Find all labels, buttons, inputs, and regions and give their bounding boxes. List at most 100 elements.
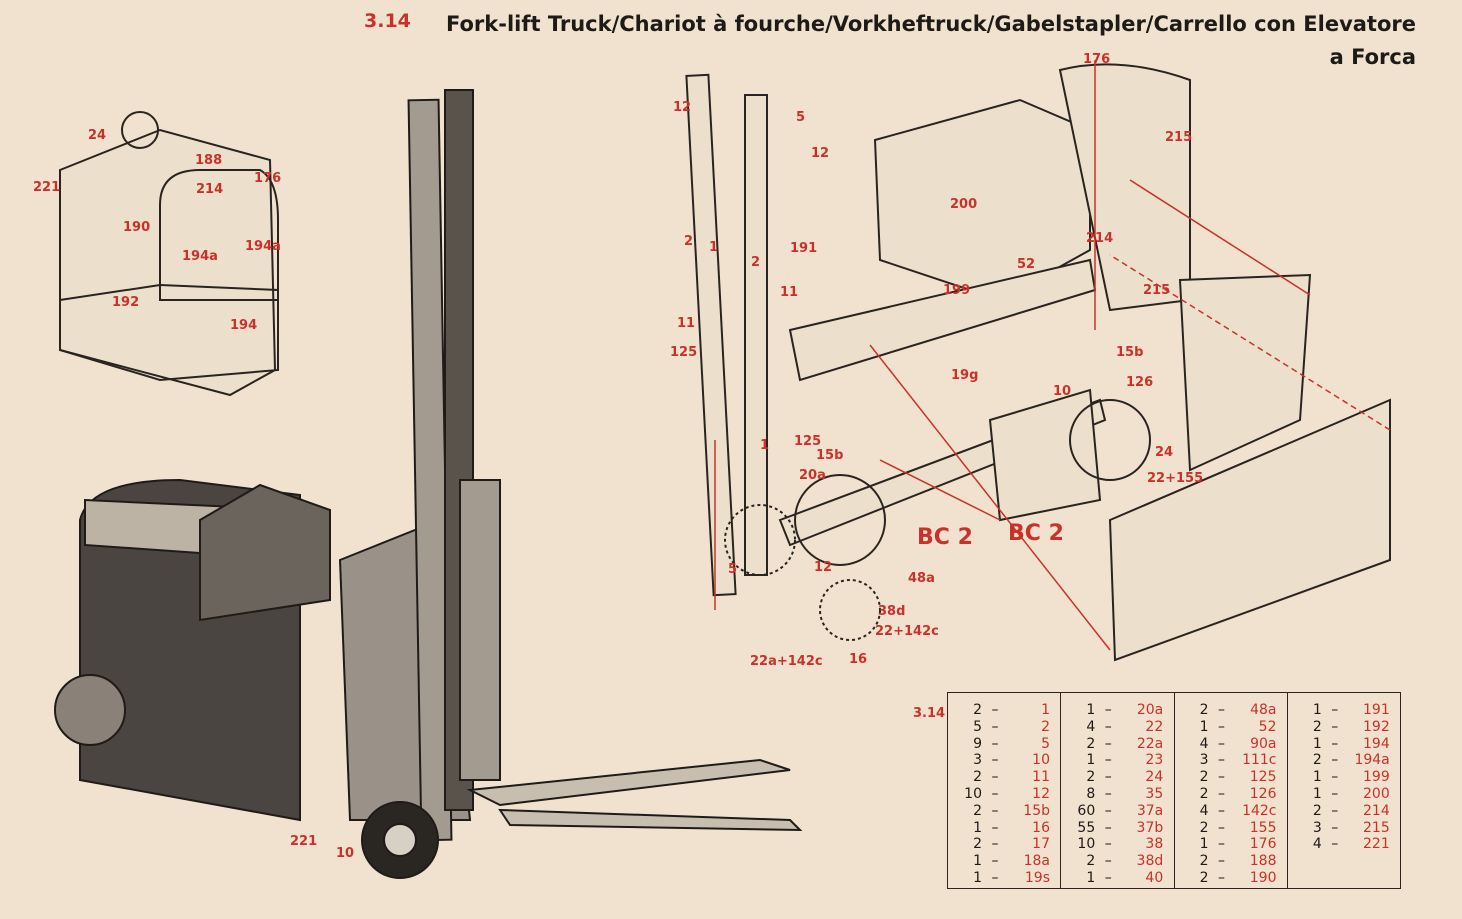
dash: – [991, 785, 999, 802]
part-number: 176 [1249, 836, 1277, 853]
callout-label: 126 [1126, 375, 1154, 390]
callout-label: 125 [794, 434, 822, 449]
callout-label: 215 [1165, 130, 1193, 145]
parts-row: 3–111c [1175, 752, 1287, 769]
dash: – [1104, 718, 1112, 735]
quantity: 4 [1199, 735, 1209, 752]
quantity: 1 [1199, 836, 1209, 853]
dash: – [1218, 785, 1225, 802]
quantity: 2 [1199, 769, 1209, 786]
dash: – [1104, 869, 1112, 886]
parts-row: 1–16 [948, 820, 1060, 837]
dash: – [1331, 702, 1339, 718]
callout-label: 221 [33, 180, 61, 195]
part-number: 37b [1136, 819, 1164, 836]
dash: – [1218, 802, 1225, 819]
parts-row: 1–20a [1061, 702, 1173, 719]
callout-label: 48a [908, 571, 935, 586]
parts-row: 1–19s [948, 870, 1060, 887]
parts-row: 2–15b [948, 803, 1060, 820]
callout-label: 188 [195, 153, 223, 168]
quantity: 8 [1086, 785, 1096, 802]
parts-row: 1–199 [1288, 769, 1400, 786]
callout-label: 12 [814, 560, 833, 575]
quantity: 1 [1312, 735, 1322, 752]
parts-row: 3–10 [948, 752, 1060, 769]
quantity: 1 [1199, 718, 1209, 735]
dash: – [1218, 735, 1225, 752]
dash: – [991, 853, 999, 870]
part-number: 19s [1024, 869, 1050, 886]
callout-label: 5 [796, 110, 806, 125]
quantity: 2 [1199, 853, 1209, 870]
dash: – [991, 735, 999, 752]
dash: – [1218, 836, 1225, 853]
dash: – [1331, 836, 1339, 853]
dash: – [991, 752, 999, 769]
dash: – [1331, 769, 1339, 786]
part-number: 192 [1363, 718, 1390, 735]
parts-row: 60–37a [1061, 803, 1173, 820]
part-number: 12 [1032, 785, 1050, 802]
quantity: 2 [1312, 802, 1322, 819]
quantity: 10 [1077, 836, 1096, 853]
parts-row: 3–215 [1288, 820, 1400, 837]
quantity: 1 [973, 853, 982, 870]
callout-label: 22a+142c [750, 654, 823, 669]
quantity: 10 [964, 785, 982, 802]
callout-label: 194a [182, 249, 218, 264]
part-number: 111c [1242, 752, 1277, 769]
quantity: 1 [1086, 752, 1096, 769]
callout-label: 15b [1116, 345, 1144, 360]
quantity: 55 [1077, 819, 1096, 836]
part-number: 40 [1145, 869, 1164, 886]
callout-label: 19g [951, 368, 979, 383]
callout-label: 214 [1086, 231, 1114, 246]
part-number: 24 [1145, 769, 1164, 786]
callout-label: 24 [88, 128, 107, 143]
callout-label: 12 [673, 100, 692, 115]
parts-row: 4–221 [1288, 836, 1400, 853]
dash: – [1218, 853, 1225, 870]
parts-row: 2–22a [1061, 736, 1173, 753]
callout-label: 38d [878, 604, 906, 619]
part-number: 38d [1136, 853, 1164, 870]
dash: – [991, 836, 999, 853]
callout-label: 16 [849, 652, 868, 667]
quantity: 2 [1086, 735, 1096, 752]
parts-row: 1–52 [1175, 719, 1287, 736]
dash: – [1104, 819, 1112, 836]
callout-label: 10 [1053, 384, 1072, 399]
dash: – [1331, 735, 1339, 752]
quantity: 4 [1312, 836, 1322, 853]
parts-row: 10– 12 [948, 786, 1060, 803]
model-number: 3.14 [364, 10, 411, 32]
callout-label: BC 2 [1008, 521, 1064, 546]
callout-label: 5 [728, 562, 738, 577]
parts-table-label: 3.14 [913, 706, 946, 721]
parts-row: 1–40 [1061, 870, 1173, 887]
part-number: 125 [1249, 769, 1277, 786]
quantity: 2 [973, 836, 982, 853]
callout-label: 22+142c [875, 624, 939, 639]
callout-label: 12 [811, 146, 830, 161]
parts-row: 1–200 [1288, 786, 1400, 803]
part-number: 126 [1249, 785, 1277, 802]
quantity: 1 [1312, 785, 1322, 802]
dash: – [1104, 735, 1112, 752]
quantity: 3 [1312, 819, 1322, 836]
parts-row: 2–11 [948, 769, 1060, 786]
dash: – [1104, 785, 1112, 802]
quantity: 4 [1086, 718, 1096, 735]
callout-label: 10 [336, 846, 355, 861]
quantity: 4 [1199, 802, 1209, 819]
part-number: 188 [1249, 853, 1277, 870]
part-number: 22 [1145, 718, 1164, 735]
part-number: 48a [1250, 702, 1277, 718]
dash: – [991, 702, 999, 718]
part-number: 2 [1041, 718, 1050, 735]
part-number: 214 [1363, 802, 1390, 819]
callout-label: 194a [245, 239, 281, 254]
parts-row: 4– 22 [1061, 719, 1173, 736]
